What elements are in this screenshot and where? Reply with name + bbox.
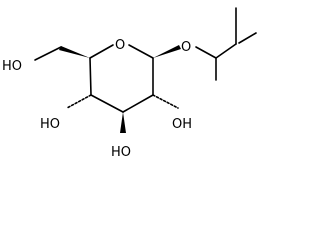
chemical-structure: O O HO HO HO OH	[2, 7, 257, 160]
hydroxyl-c6-label: HO	[2, 59, 22, 74]
hydroxyl-c2-label: OH	[172, 117, 192, 132]
bond-ch2-oh	[34, 46, 62, 61]
bond-c2-c3	[122, 94, 154, 113]
bond-c5-ringO	[89, 44, 114, 59]
double-bond-vinyl	[238, 32, 257, 44]
ring-oxygen-label: O	[115, 38, 125, 53]
hydroxymethyl-group	[34, 46, 90, 61]
bond-c3-c4	[90, 94, 124, 113]
bond-ringO-c1	[128, 44, 154, 59]
wedge-bond-c5-ch2	[59, 46, 90, 58]
butenyl-ether-chain	[153, 7, 257, 81]
wedge-bond-c3-oh	[120, 112, 126, 133]
hashed-bond-c2-oh	[152, 94, 179, 109]
ether-oxygen-label: O	[181, 40, 191, 55]
hashed-bond-c4-oh	[66, 94, 92, 109]
bond-ch-vinyl	[215, 43, 237, 59]
wedge-bond-c1-o	[153, 45, 181, 58]
hydroxyl-c4-label: HO	[40, 117, 60, 132]
pyranose-ring	[89, 44, 154, 113]
bond-o-ch	[195, 46, 217, 59]
hydroxyl-c3-label: HO	[111, 145, 131, 160]
bond-c4-c5	[89, 57, 92, 96]
